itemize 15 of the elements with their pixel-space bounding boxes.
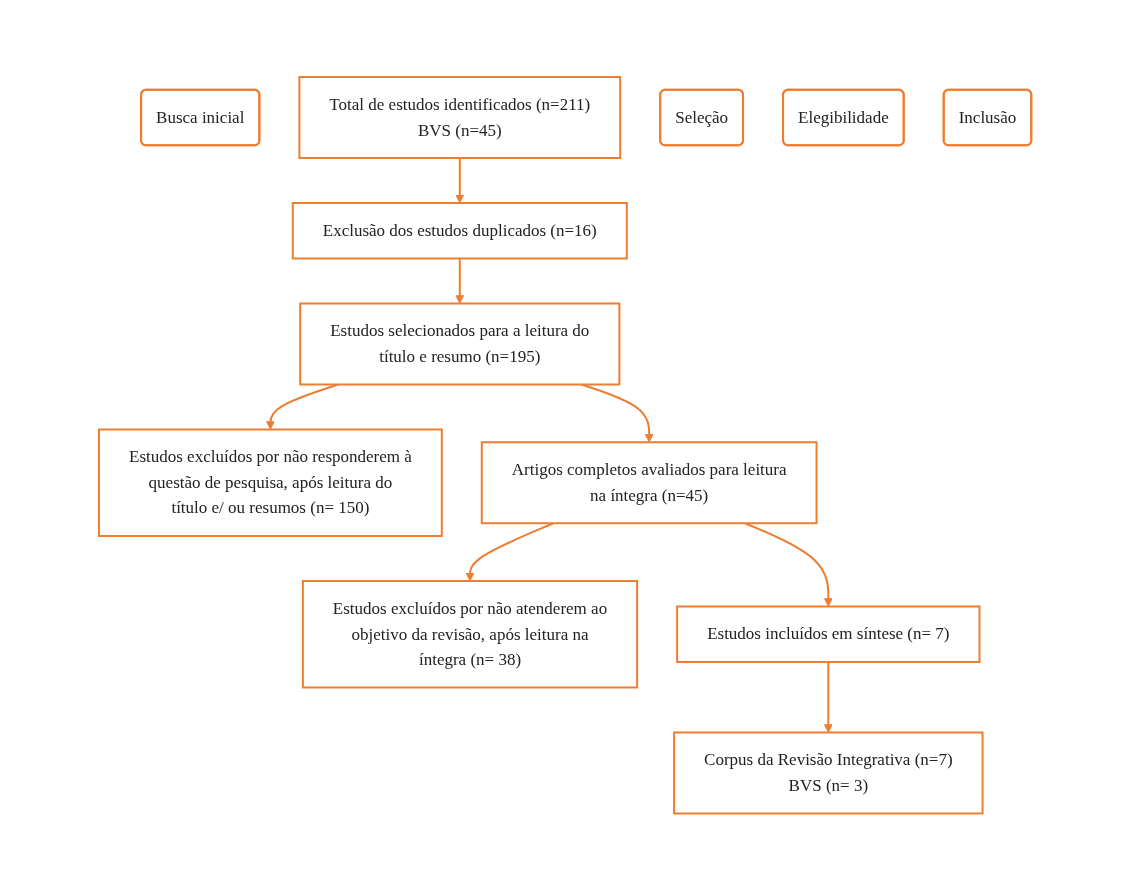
node-box: Estudos incluídos em síntese (n= 7) [676,605,981,663]
arrow [465,522,555,582]
arrow [266,383,340,430]
arrow [744,522,834,607]
node-box: Exclusão dos estudos duplicados (n=16) [292,201,629,260]
node-box: Artigos completos avaliados para leitura na íntegra (n=45) [481,441,818,524]
node-box: Corpus da Revisão Integrativa (n=7) BVS (n= 3) [673,731,984,815]
arrow [824,660,834,733]
node-box: Estudos selecionados para a leitura do título e resumo (n=195) [299,302,621,386]
node-box: Estudos excluídos por não atenderem ao objetivo da revisão, após leitura na íntegra (n= 38) [302,579,639,689]
arrow [455,257,465,304]
node-box: Total de estudos identificados (n=211) BVS (n=45) [298,75,622,159]
arrow [580,383,654,443]
arrow [455,156,465,204]
node-box: Estudos excluídos por não responderem à questão de pesquisa, após leitura do título e/ ou resumos (n= 150) [98,428,444,537]
